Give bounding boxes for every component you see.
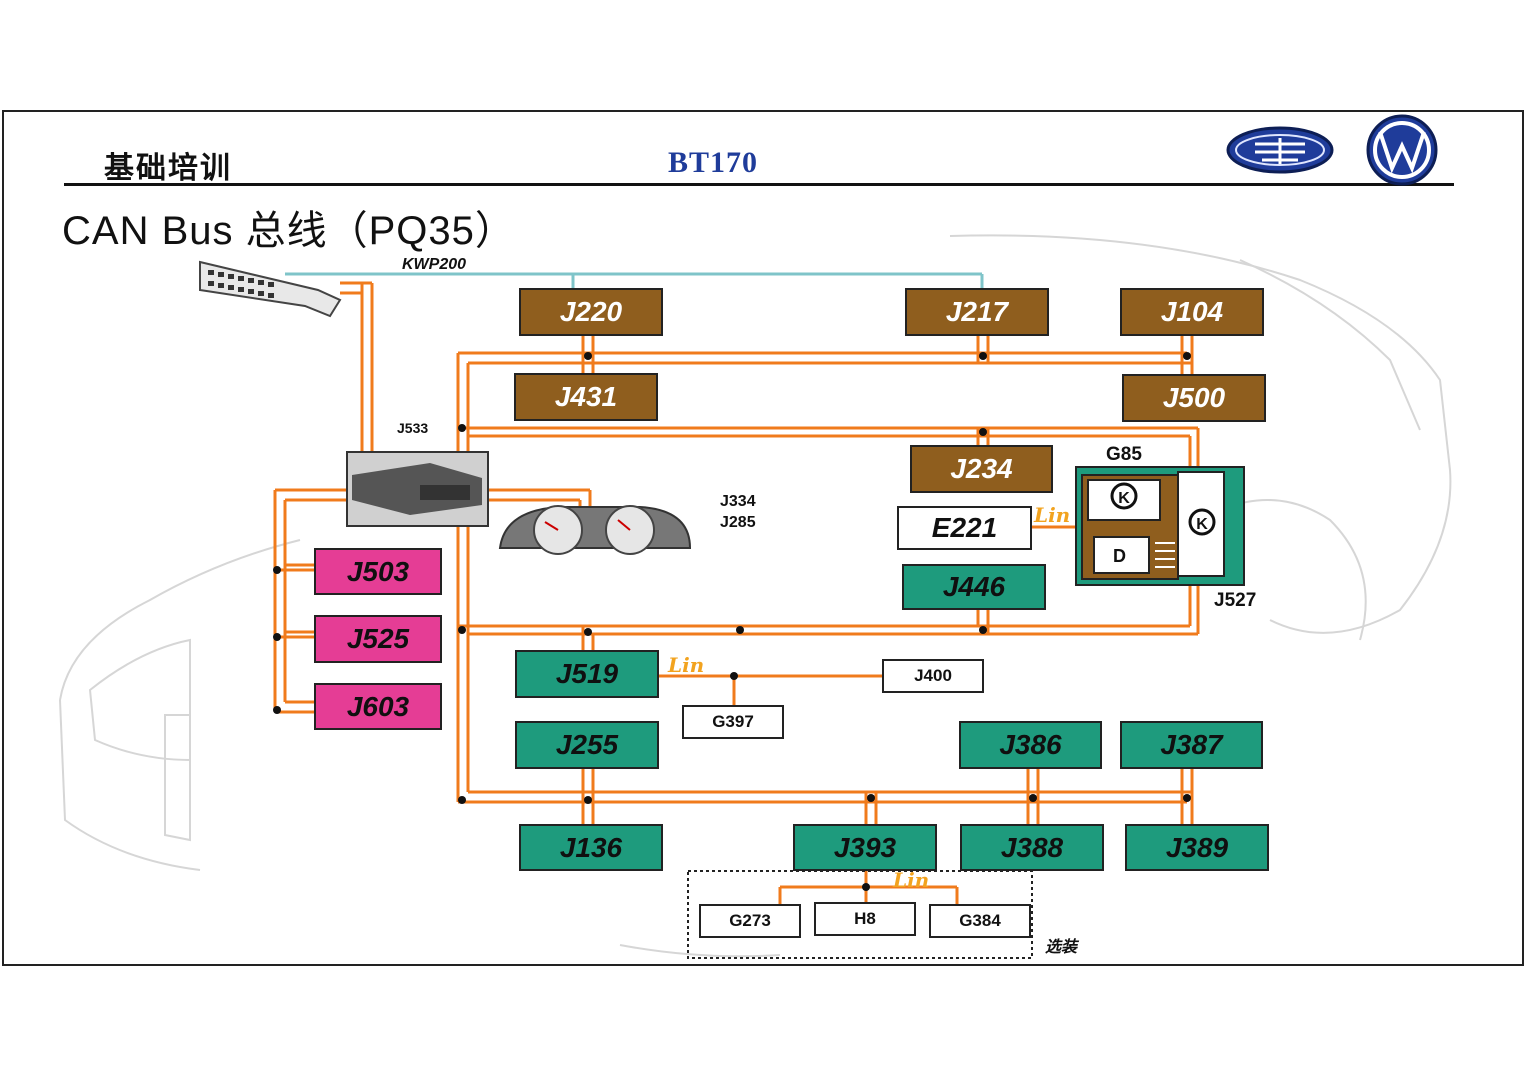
sensor-h8: H8 [814, 902, 916, 936]
dash-label-j334: J334 [720, 493, 756, 510]
dash-label-j285: J285 [720, 514, 756, 531]
g85-label: G85 [1106, 444, 1142, 465]
svg-text:K: K [1196, 516, 1208, 533]
j527-label: J527 [1214, 590, 1257, 611]
sensor-g273: G273 [699, 904, 801, 938]
lin-label-j519: Lin [668, 653, 705, 677]
faw-logo-icon [1226, 126, 1334, 174]
header-rule [64, 183, 1454, 186]
sensor-g397: G397 [682, 705, 784, 739]
steering-column-module-icon: K K [1075, 466, 1245, 586]
lin-label-e221: Lin [1034, 503, 1071, 527]
sensor-g384: G384 [929, 904, 1031, 938]
gateway-module-icon [346, 451, 489, 527]
ecu-j234: J234 [910, 445, 1053, 493]
ecu-j519: J519 [515, 650, 659, 698]
slide-frame [2, 110, 1524, 966]
optional-group-border [687, 870, 1033, 959]
svg-text:K: K [1118, 490, 1130, 507]
ecu-j220: J220 [519, 288, 663, 336]
ecu-j603: J603 [314, 683, 442, 730]
ecu-j389: J389 [1125, 824, 1269, 871]
d-label: D [1113, 546, 1126, 566]
ecu-j431: J431 [514, 373, 658, 421]
ecu-j525: J525 [314, 615, 442, 663]
junction-dots [273, 352, 1191, 891]
vw-logo-icon [1366, 114, 1438, 186]
ecu-j386: J386 [959, 721, 1102, 769]
ecu-j136: J136 [519, 824, 663, 871]
ecu-j393: J393 [793, 824, 937, 871]
ecu-j388: J388 [960, 824, 1104, 871]
optional-label: 选装 [1045, 939, 1078, 956]
gateway-label: J533 [397, 420, 429, 436]
ecu-j104: J104 [1120, 288, 1264, 336]
car-outline-background [59, 234, 1452, 958]
ecu-j503: J503 [314, 548, 442, 595]
instrument-cluster-icon [498, 505, 692, 555]
can-bus-lines [273, 281, 1200, 826]
slide-title: CAN Bus 总线（PQ35） [62, 209, 516, 253]
ecu-j500: J500 [1122, 374, 1266, 422]
ecu-j387: J387 [1120, 721, 1263, 769]
ecu-j217: J217 [905, 288, 1049, 336]
switch-e221: E221 [897, 506, 1032, 550]
kwp-diagnostic-line [285, 272, 984, 290]
header-left-title: 基础培训 [104, 151, 232, 186]
header-center-title: BT170 [668, 146, 759, 179]
ecu-j446: J446 [902, 564, 1046, 610]
ecu-j255: J255 [515, 721, 659, 769]
lin-label-j393: Lin [893, 868, 930, 892]
kwp200-label: KWP200 [402, 256, 467, 273]
diagnostic-connector-icon [199, 260, 342, 318]
sensor-j400: J400 [882, 659, 984, 693]
